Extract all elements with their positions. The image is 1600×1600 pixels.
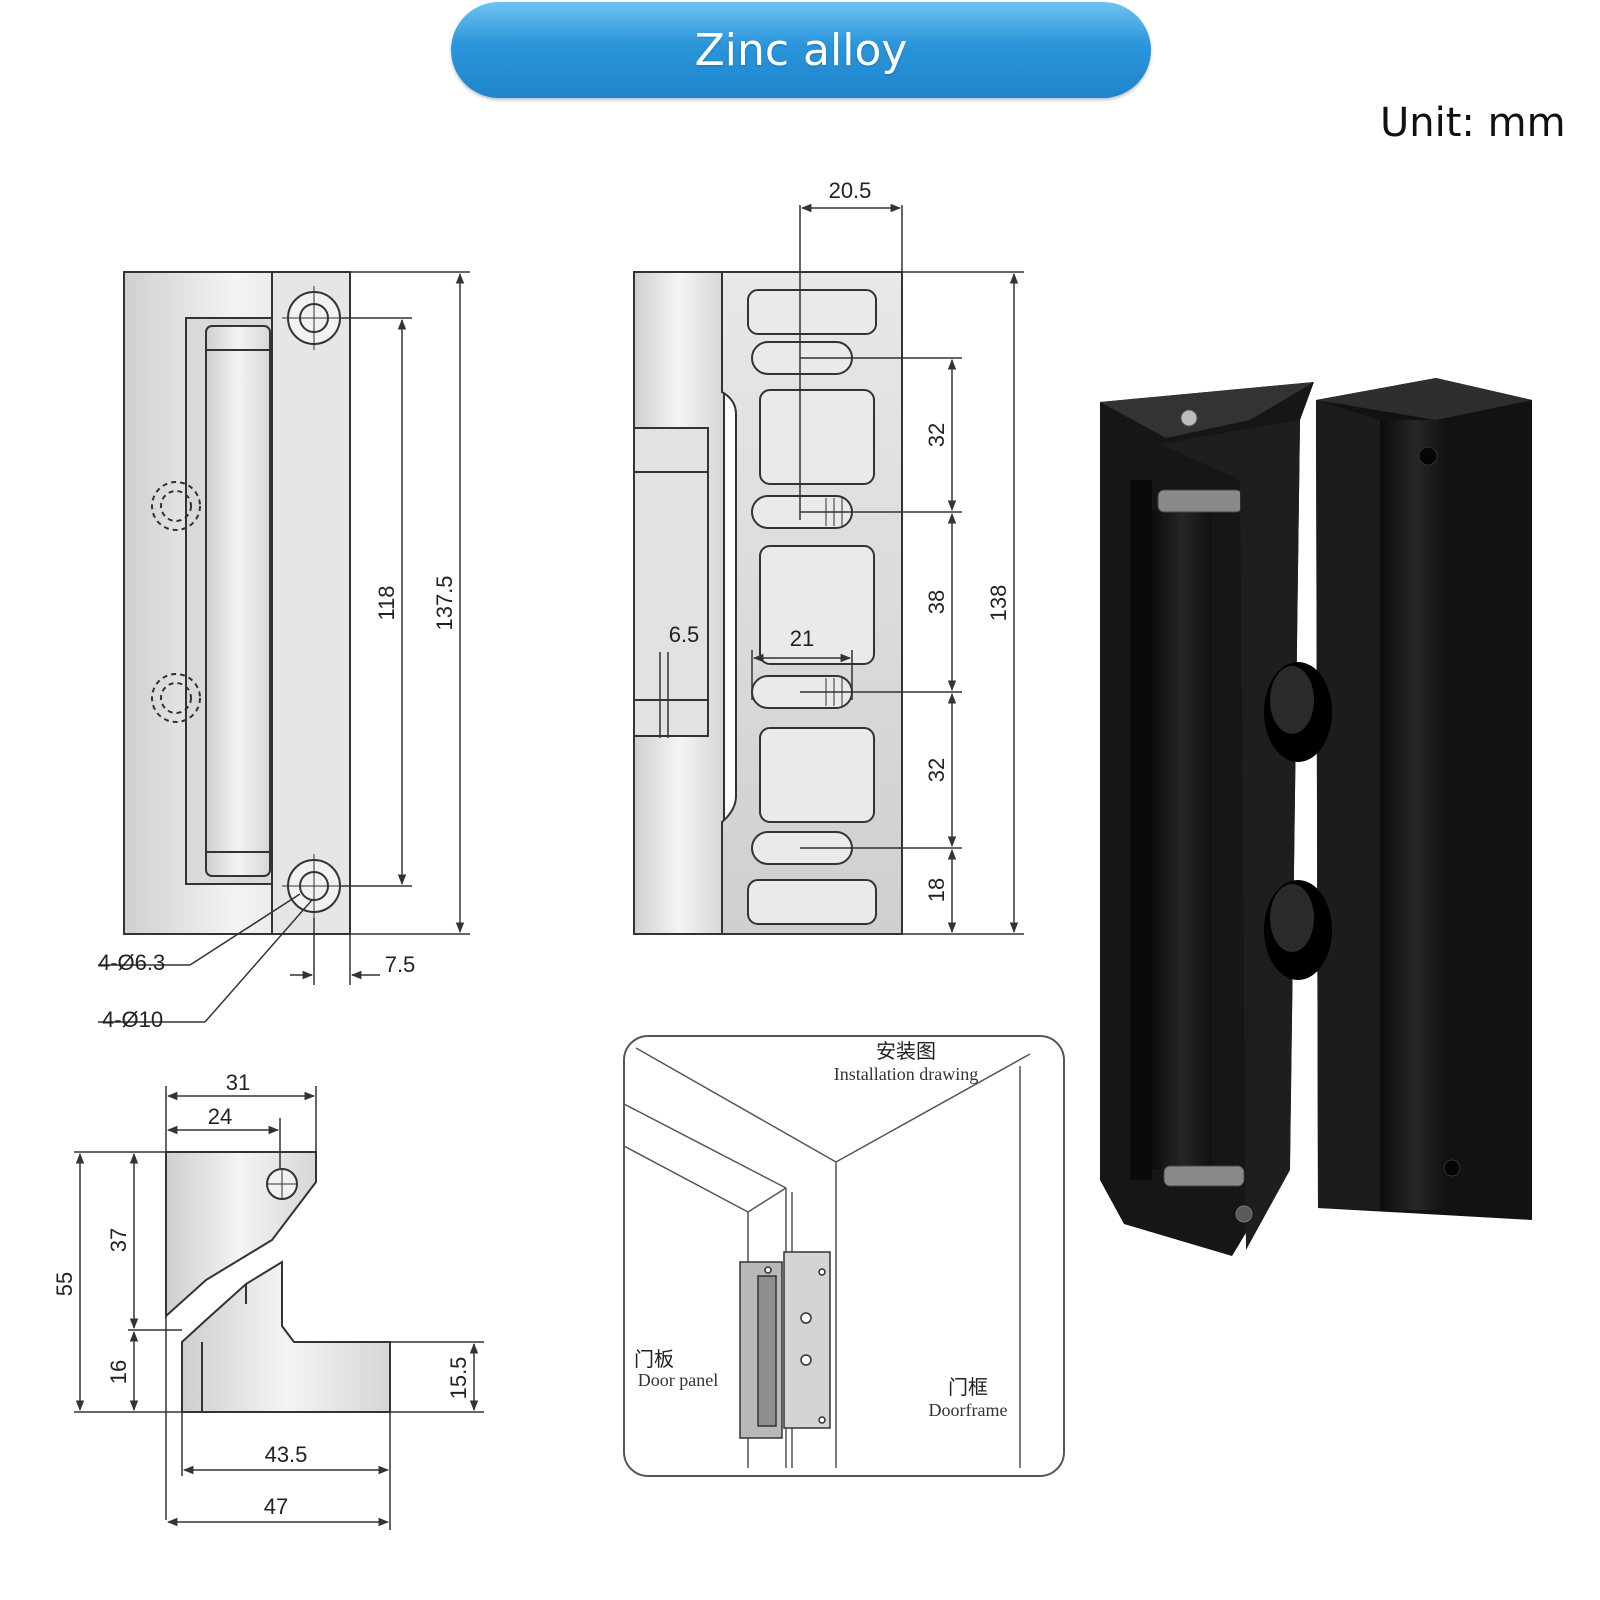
- back-window-1: [759, 389, 875, 485]
- product-photo: [1100, 378, 1532, 1256]
- back-width: 20.5: [829, 178, 872, 203]
- back-spacing-top: 32: [924, 423, 949, 447]
- back-slot-offset: 6.5: [669, 622, 700, 647]
- product-hole-upper: [1264, 662, 1332, 762]
- product-pin-top: [1157, 489, 1243, 513]
- front-large-hole-label: 4-Ø10: [102, 1007, 163, 1032]
- title-text: Zinc alloy: [694, 24, 908, 76]
- side-upper-height: 37: [106, 1228, 131, 1252]
- installation-title-en: Installation drawing: [834, 1064, 978, 1084]
- product-bottom-screw: [1235, 1205, 1253, 1223]
- title-banner: Zinc alloy: [451, 2, 1151, 98]
- back-window-2: [759, 545, 875, 665]
- back-overall-height: 138: [986, 585, 1011, 622]
- side-lower-height: 16: [106, 1360, 131, 1384]
- front-overall-height: 137.5: [432, 575, 457, 630]
- side-top-width: 31: [226, 1070, 250, 1095]
- side-top-inner-width: 24: [208, 1104, 232, 1129]
- door-panel-label-en: Door panel: [638, 1370, 718, 1390]
- front-pin-barrel: [205, 325, 271, 877]
- hidden-hole-lower: [151, 673, 201, 723]
- product-pin-barrel: [1152, 510, 1212, 1170]
- side-overall-height: 55: [52, 1272, 77, 1296]
- back-spacing-bottom: 18: [924, 878, 949, 902]
- back-spacing-lower: 32: [924, 758, 949, 782]
- side-base-inner-width: 43.5: [265, 1442, 308, 1467]
- front-view: [98, 271, 470, 1023]
- back-slot-top: [747, 289, 877, 335]
- back-view: [633, 203, 1024, 935]
- doorframe-label-en: Doorframe: [929, 1400, 1008, 1420]
- front-small-hole-label: 4-Ø6.3: [98, 950, 165, 975]
- door-panel-label-cn: 门板: [634, 1347, 674, 1371]
- side-base-height: 15.5: [446, 1357, 471, 1400]
- unit-label: Unit: mm: [1380, 100, 1566, 146]
- side-view: [74, 1086, 484, 1530]
- back-window-3: [759, 727, 875, 823]
- back-slot-bottom: [747, 879, 877, 925]
- front-hole-pitch: 118: [374, 585, 399, 620]
- back-slot-width: 21: [790, 626, 814, 651]
- installation-frame: [623, 1035, 1065, 1477]
- installation-drawing: [623, 1035, 1065, 1477]
- product-hole-lower: [1264, 880, 1332, 980]
- doorframe-label-cn: 门框: [948, 1375, 988, 1399]
- product-top-screw: [1180, 409, 1198, 427]
- front-hole-offset: 7.5: [385, 952, 416, 977]
- product-pin-bottom: [1163, 1165, 1245, 1187]
- installation-title-cn: 安装图: [876, 1039, 936, 1063]
- hidden-hole-upper: [151, 481, 201, 531]
- back-spacing-middle: 38: [924, 590, 949, 614]
- side-lower-leaf: [181, 1260, 391, 1413]
- side-base-width: 47: [264, 1494, 288, 1519]
- installed-hinge-frame-leaf: [783, 1251, 831, 1429]
- front-flange: [271, 271, 351, 935]
